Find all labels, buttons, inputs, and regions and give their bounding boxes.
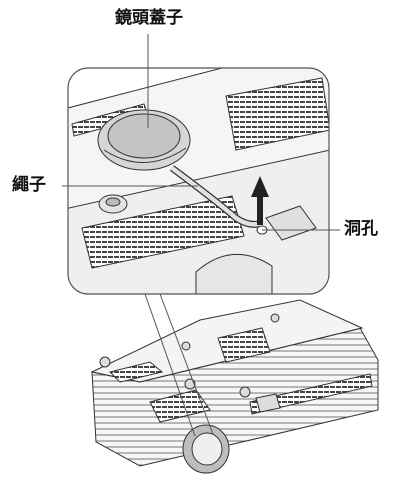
screw: [184, 378, 196, 390]
leader-lines: [62, 34, 340, 231]
screw: [181, 341, 191, 351]
detail-inset: [67, 67, 330, 295]
strap-label: 繩子: [12, 175, 46, 195]
projector-body: [90, 299, 379, 474]
screw: [239, 386, 251, 398]
magnification-lines: [144, 293, 214, 437]
screw: [99, 356, 111, 368]
screw: [270, 313, 280, 323]
hole-label: 洞孔: [344, 219, 378, 239]
arrow-up-icon: [251, 176, 269, 225]
lens-cap-label: 鏡頭蓋子: [115, 8, 183, 28]
